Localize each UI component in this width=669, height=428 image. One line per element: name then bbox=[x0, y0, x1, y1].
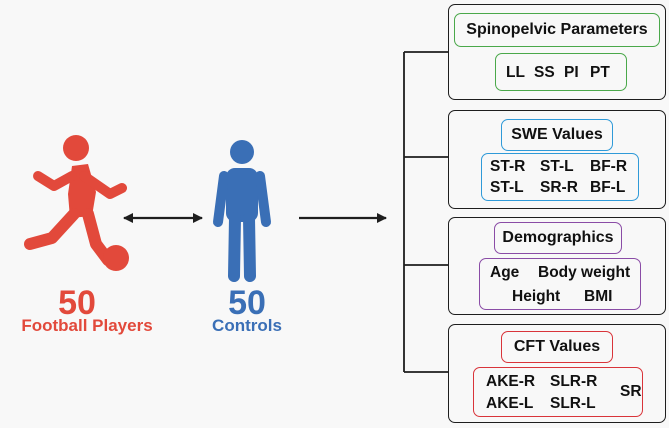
spinopelvic-card: Spinopelvic Parameters LL SS PI PT bbox=[448, 4, 666, 100]
controls-count: 50 bbox=[228, 284, 266, 322]
demographics-card: Demographics Age Body weight Height BMI bbox=[448, 217, 666, 315]
item-sr: SR bbox=[620, 383, 642, 400]
standing-person-icon bbox=[213, 140, 271, 282]
item-body-weight: Body weight bbox=[538, 264, 631, 281]
item-st-l-2: ST-L bbox=[490, 179, 524, 196]
item-slr-l: SLR-L bbox=[550, 395, 596, 412]
item-pt: PT bbox=[590, 64, 610, 81]
item-height: Height bbox=[512, 288, 561, 305]
cft-card: CFT Values AKE-R SLR-R SR AKE-L SLR-L bbox=[448, 324, 666, 423]
bracket bbox=[403, 51, 448, 373]
swe-items: ST-R ST-L BF-R ST-L SR-R BF-L bbox=[481, 153, 639, 201]
item-pi: PI bbox=[564, 64, 579, 81]
item-ss: SS bbox=[534, 64, 555, 81]
football-count: 50 bbox=[58, 284, 96, 322]
spinopelvic-items: LL SS PI PT bbox=[495, 53, 627, 91]
item-st-l: ST-L bbox=[540, 158, 574, 175]
football-label: Football Players bbox=[21, 316, 153, 335]
cft-items: AKE-R SLR-R SR AKE-L SLR-L bbox=[473, 367, 643, 417]
item-sr-r: SR-R bbox=[540, 179, 578, 196]
item-st-r: ST-R bbox=[490, 158, 526, 175]
item-ake-l: AKE-L bbox=[486, 395, 534, 412]
swe-title: SWE Values bbox=[501, 119, 613, 151]
controls-label: Controls bbox=[212, 316, 282, 335]
item-bf-l: BF-L bbox=[590, 179, 626, 196]
item-ake-r: AKE-R bbox=[486, 373, 536, 390]
item-age: Age bbox=[490, 264, 520, 281]
football-player-icon bbox=[24, 135, 129, 271]
demographics-title: Demographics bbox=[494, 222, 622, 254]
spinopelvic-title: Spinopelvic Parameters bbox=[454, 13, 660, 47]
item-bmi: BMI bbox=[584, 288, 613, 305]
cft-title: CFT Values bbox=[501, 331, 613, 363]
item-slr-r: SLR-R bbox=[550, 373, 598, 390]
swe-card: SWE Values ST-R ST-L BF-R ST-L SR-R BF-L bbox=[448, 110, 666, 209]
item-bf-r: BF-R bbox=[590, 158, 628, 175]
demographics-items: Age Body weight Height BMI bbox=[479, 258, 641, 310]
item-ll: LL bbox=[506, 64, 525, 81]
